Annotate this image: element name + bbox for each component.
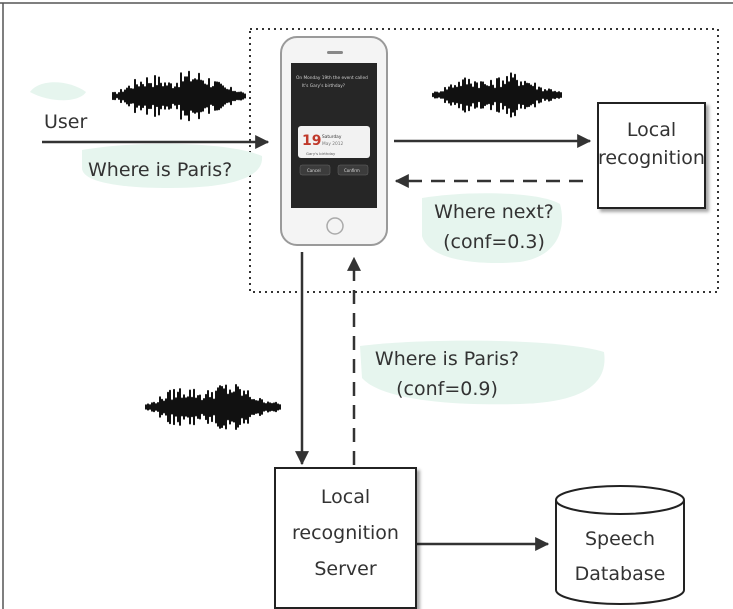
device-boundary [249,28,719,293]
server-result-line2: (conf=0.9) [396,378,498,400]
phone-date-day: Saturday [322,134,342,140]
waveforms [112,70,562,430]
server-box-line2: recognition [292,522,399,544]
highlight-blob [422,193,562,263]
highlight-blob [82,143,263,188]
phone-cancel-button[interactable] [299,164,331,176]
local-box-line1: Local [626,119,677,141]
local-result-line2: (conf=0.3) [443,231,545,253]
server-box [274,467,417,609]
server-box-line3: Server [314,558,377,580]
phone-speaker [327,51,343,54]
phone-date-month: May 2012 [322,141,343,147]
database-body [555,500,685,605]
phone-home-button[interactable] [326,217,344,235]
query-text: Where is Paris? [88,159,233,181]
highlight-blob [360,340,605,405]
speech-waveform [112,70,246,122]
local-recognition-box [597,102,706,209]
user-label: User [44,111,88,133]
local-result-line1: Where next? [434,201,554,223]
phone-confirm-label: Confirm [344,168,360,173]
server-result-line1: Where is Paris? [374,348,520,370]
phone-confirm-button[interactable] [337,164,369,176]
calendar-card [298,126,370,158]
highlight-blob [30,82,86,101]
database-line2: Database [574,563,666,585]
database-top [555,485,685,515]
phone-date-number: 19 [302,133,321,149]
phone-notification-line1: On Monday 19th the event called [296,75,368,81]
speech-waveform [145,384,281,430]
phone-notification-line2: It's Gary's birthday? [302,83,345,89]
phone-calendar-item: Gary's birthday [306,151,336,156]
speech-database [555,485,685,605]
server-box-line1: Local [320,486,371,508]
local-box-line2: recognition [598,147,705,169]
speech-waveform [432,72,562,118]
database-line1: Speech [585,528,655,550]
phone: On Monday 19th the event called It's Gar… [280,36,388,246]
phone-cancel-label: Cancel [307,168,321,173]
